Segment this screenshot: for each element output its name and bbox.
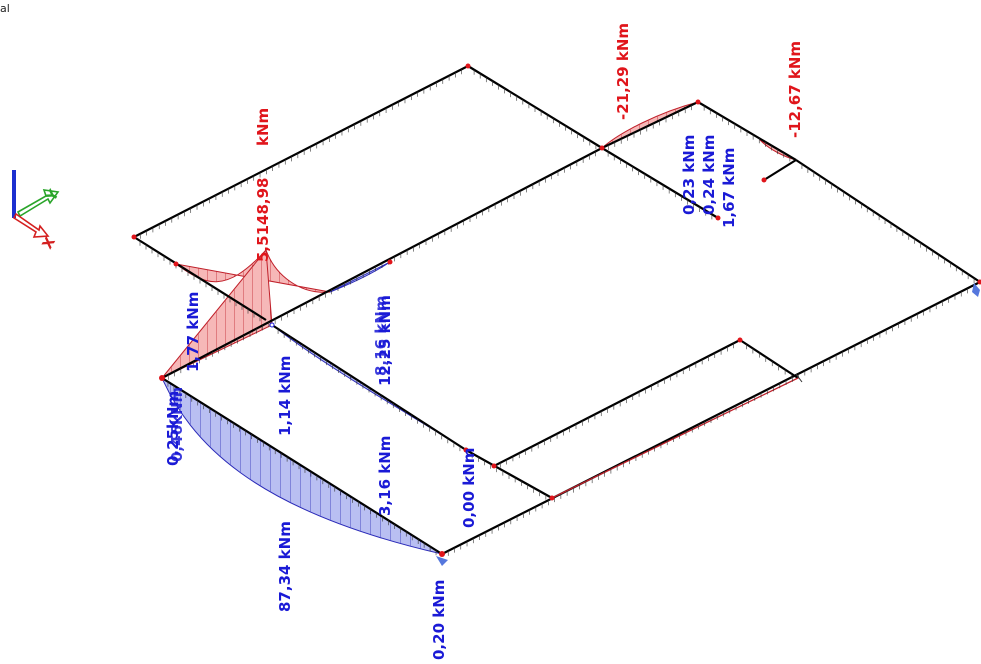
moment-label: 1,77 kNm — [184, 292, 202, 372]
node — [159, 375, 165, 381]
beam — [493, 339, 741, 467]
node — [439, 551, 445, 557]
node — [599, 145, 605, 151]
y-axis-icon: Y — [16, 186, 63, 218]
moment-label: 0,00 kNm — [460, 448, 478, 528]
node — [463, 447, 469, 453]
node — [715, 215, 721, 221]
node — [549, 495, 555, 501]
node — [761, 177, 767, 183]
y-axis-label: Y — [43, 186, 63, 204]
beam — [763, 159, 797, 181]
moment-labels: -21,29 kNm -12,67 kNm 0,23 kNm 0,24 kNm … — [164, 23, 804, 660]
support-icon — [972, 283, 980, 297]
axis-indicator: Y X — [12, 170, 63, 252]
moment-label: 0,24 kNm — [700, 135, 718, 215]
moment-label: -21,29 kNm — [614, 23, 632, 120]
moment-label: 0,25kNm — [164, 391, 182, 466]
beam-ticks — [139, 69, 975, 556]
node — [269, 322, 275, 328]
nodes — [131, 63, 981, 566]
moment-label: 12,25 kNm — [376, 295, 394, 386]
node — [491, 463, 497, 469]
node — [977, 279, 981, 285]
moment-label: 1,67 kNm — [720, 148, 738, 228]
beam — [161, 377, 443, 555]
support-icon — [436, 556, 448, 566]
beam — [601, 147, 719, 219]
node — [795, 373, 803, 383]
x-axis-label: X — [40, 234, 59, 252]
moment-label: 1,14 kNm — [276, 356, 294, 436]
positive-moment-area — [329, 261, 391, 293]
x-axis-icon: X — [12, 212, 59, 252]
moment-label: kNm — [254, 108, 272, 146]
node — [737, 337, 743, 343]
node — [465, 63, 471, 69]
node — [387, 259, 393, 265]
moment-label: 0,20 kNm — [430, 580, 448, 660]
node — [173, 261, 179, 267]
moment-label: 3,16 kNm — [376, 436, 394, 516]
moment-label: 5,5148,98 — [254, 178, 272, 262]
beam — [601, 101, 699, 149]
beam — [551, 377, 799, 499]
node — [131, 234, 137, 240]
beam — [133, 65, 469, 238]
view-title: al — [0, 2, 10, 15]
moment-label: 0,23 kNm — [680, 135, 698, 215]
moment-label: 0,46kNm — [168, 387, 186, 462]
moment-label: 87,34 kNm — [276, 521, 294, 612]
beam — [795, 159, 981, 283]
beam — [739, 339, 799, 379]
moment-label: 8,16 kNm — [372, 296, 390, 376]
moment-label: -12,67 kNm — [786, 41, 804, 138]
node — [695, 99, 701, 105]
